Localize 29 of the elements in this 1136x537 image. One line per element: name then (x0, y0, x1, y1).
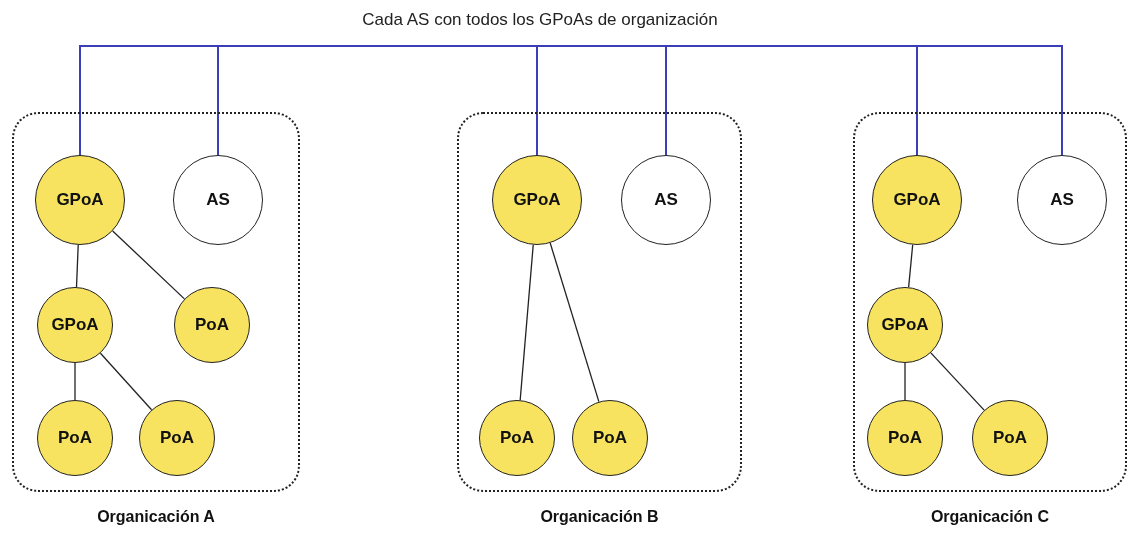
node-circle: PoA (37, 400, 113, 476)
group-label: Organicación A (96, 508, 216, 526)
group-label: Organicación B (539, 508, 660, 526)
node-circle: PoA (572, 400, 648, 476)
node-circle: GPoA (37, 287, 113, 363)
node-circle: GPoA (872, 155, 962, 245)
node-circle: AS (173, 155, 263, 245)
connector-line (112, 230, 186, 300)
node-circle: PoA (479, 400, 555, 476)
node-circle: GPoA (35, 155, 125, 245)
diagram-title: Cada AS con todos los GPoAs de organización (361, 10, 719, 30)
connector-line (908, 244, 914, 288)
node-circle: AS (621, 155, 711, 245)
node-circle: PoA (867, 400, 943, 476)
node-circle: PoA (139, 400, 215, 476)
connector-line (519, 244, 534, 401)
connector-line (549, 242, 600, 403)
node-circle: GPoA (492, 155, 582, 245)
connector-line (99, 352, 153, 411)
node-circle: PoA (972, 400, 1048, 476)
node-circle: PoA (174, 287, 250, 363)
node-circle: GPoA (867, 287, 943, 363)
connector-line (930, 352, 985, 411)
connector-line (904, 362, 906, 401)
connector-line (74, 362, 76, 401)
group-label: Organicación C (929, 508, 1051, 526)
node-circle: AS (1017, 155, 1107, 245)
connector-line (916, 45, 1063, 156)
connector-line (75, 244, 79, 288)
